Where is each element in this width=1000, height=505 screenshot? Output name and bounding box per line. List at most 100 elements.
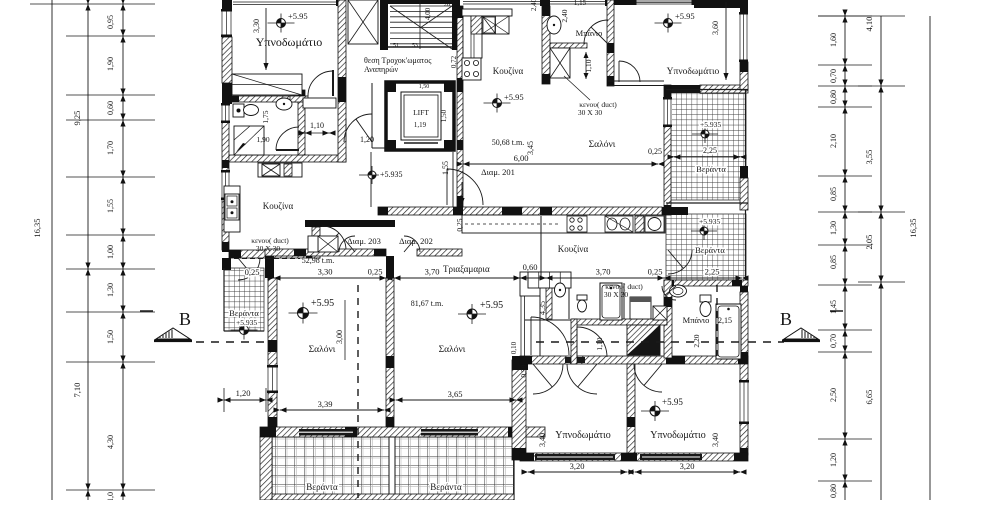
- svg-text:2,40: 2,40: [560, 9, 569, 22]
- svg-text:0,25: 0,25: [245, 267, 260, 277]
- svg-text:3,20: 3,20: [570, 461, 585, 471]
- svg-text:52,98 t.m.: 52,98 t.m.: [302, 256, 334, 265]
- svg-text:0,25: 0,25: [648, 267, 663, 277]
- svg-text:θεση Τροχοκ'ωματος: θεση Τροχοκ'ωματος: [364, 56, 432, 65]
- svg-text:1,50: 1,50: [106, 330, 115, 344]
- svg-text:0,72: 0,72: [450, 55, 458, 68]
- svg-text:B: B: [179, 309, 191, 329]
- svg-text:4,10: 4,10: [864, 17, 874, 32]
- svg-text:0,25: 0,25: [455, 218, 464, 231]
- svg-text:+5.935: +5.935: [699, 217, 720, 226]
- svg-text:0,60: 0,60: [106, 101, 115, 115]
- svg-text:0,25: 0,25: [648, 147, 662, 156]
- svg-text:1,20: 1,20: [360, 135, 374, 144]
- svg-text:1,10: 1,10: [584, 59, 593, 72]
- svg-text:1,20: 1,20: [236, 388, 251, 398]
- svg-text:30 Χ 30: 30 Χ 30: [604, 290, 628, 299]
- svg-text:+5.95: +5.95: [504, 92, 524, 102]
- svg-text:7,10: 7,10: [72, 383, 82, 398]
- svg-text:+5.95: +5.95: [675, 11, 695, 21]
- svg-text:1,50: 1,50: [419, 84, 430, 90]
- svg-text:B: B: [780, 309, 792, 329]
- svg-text:0,95: 0,95: [106, 15, 115, 29]
- svg-text:0,50: 0,50: [519, 364, 528, 377]
- svg-text:1,30: 1,30: [106, 283, 115, 297]
- svg-text:+5.95: +5.95: [311, 298, 334, 309]
- svg-text:+5.935: +5.935: [700, 120, 721, 129]
- svg-text:Μπάνιο: Μπάνιο: [576, 28, 603, 38]
- svg-text:Μπάνιο: Μπάνιο: [683, 315, 710, 325]
- svg-text:30 Χ 30: 30 Χ 30: [256, 244, 280, 253]
- svg-text:Διαμ. 201: Διαμ. 201: [481, 167, 515, 177]
- svg-text:2,20: 2,20: [692, 334, 701, 347]
- svg-text:Κουζίνα: Κουζίνα: [263, 201, 294, 211]
- svg-text:1,75: 1,75: [261, 110, 270, 123]
- svg-text:4,00: 4,00: [424, 7, 432, 20]
- svg-text:+5.95: +5.95: [662, 397, 683, 407]
- svg-text:Βεράντα: Βεράντα: [430, 482, 462, 492]
- svg-text:1,15: 1,15: [574, 0, 587, 7]
- svg-text:2,05: 2,05: [864, 235, 874, 250]
- svg-text:3,55: 3,55: [864, 150, 874, 165]
- svg-text:κενου( duct): κενου( duct): [605, 282, 643, 291]
- svg-text:16,35: 16,35: [908, 218, 918, 237]
- svg-text:Σαλόνι: Σαλόνι: [439, 345, 466, 355]
- svg-text:1,10: 1,10: [310, 121, 324, 130]
- svg-text:1,70: 1,70: [106, 141, 115, 155]
- svg-text:4,35: 4,35: [538, 301, 547, 315]
- svg-text:3,45: 3,45: [526, 141, 535, 155]
- svg-text:6,00: 6,00: [514, 153, 529, 163]
- svg-text:1,20: 1,20: [829, 453, 838, 467]
- svg-text:51: 51: [393, 43, 399, 49]
- svg-text:1,90: 1,90: [106, 57, 115, 71]
- svg-text:1,55: 1,55: [106, 199, 115, 213]
- svg-text:28: 28: [444, 2, 450, 8]
- svg-text:Αναπηρών: Αναπηρών: [364, 65, 398, 74]
- svg-text:Διαμ. 202: Διαμ. 202: [399, 236, 433, 246]
- svg-text:2,15: 2,15: [718, 316, 732, 325]
- svg-text:Υπνοδωμάτιο: Υπνοδωμάτιο: [667, 67, 720, 77]
- svg-text:3,39: 3,39: [318, 399, 333, 409]
- svg-text:1,55: 1,55: [441, 161, 450, 175]
- svg-text:1,60: 1,60: [829, 33, 838, 47]
- svg-text:6,65: 6,65: [864, 390, 874, 405]
- svg-text:0,80: 0,80: [829, 484, 838, 498]
- svg-text:Σαλόνι: Σαλόνι: [589, 140, 616, 150]
- svg-text:Σαλόνι: Σαλόνι: [309, 345, 336, 355]
- svg-text:3,60: 3,60: [711, 21, 720, 35]
- svg-text:1,30: 1,30: [829, 221, 838, 235]
- svg-text:Βεράντα: Βεράντα: [695, 245, 725, 255]
- svg-text:+5.935: +5.935: [380, 170, 403, 179]
- svg-text:0,70: 0,70: [829, 69, 838, 83]
- svg-text:1,90: 1,90: [256, 135, 269, 144]
- svg-text:1,10: 1,10: [595, 337, 604, 350]
- svg-text:0,85: 0,85: [829, 187, 838, 201]
- svg-text:+5.95: +5.95: [288, 11, 308, 21]
- svg-text:Βεράντα: Βεράντα: [696, 164, 726, 174]
- svg-text:1,19: 1,19: [414, 121, 427, 129]
- svg-text:3,70: 3,70: [596, 267, 611, 277]
- svg-text:53: 53: [412, 43, 418, 49]
- svg-text:3,00: 3,00: [335, 330, 344, 344]
- svg-text:0,60: 0,60: [523, 262, 538, 272]
- svg-text:0,25: 0,25: [368, 267, 383, 277]
- svg-text:LIFT: LIFT: [413, 108, 429, 117]
- svg-text:16,35: 16,35: [32, 218, 42, 237]
- svg-text:+5.95: +5.95: [480, 300, 503, 311]
- svg-text:50,68 t.m.: 50,68 t.m.: [492, 138, 524, 147]
- svg-text:Βεράντα: Βεράντα: [229, 308, 259, 318]
- svg-text:3,20: 3,20: [680, 461, 695, 471]
- svg-text:+5.935: +5.935: [236, 318, 257, 327]
- svg-text:2,25: 2,25: [705, 267, 720, 277]
- svg-text:2,40: 2,40: [530, 0, 538, 11]
- svg-text:3,30: 3,30: [318, 267, 333, 277]
- svg-text:3,65: 3,65: [448, 389, 463, 399]
- svg-text:0,10: 0,10: [510, 341, 518, 354]
- svg-text:Κουζίνα: Κουζίνα: [493, 66, 524, 76]
- svg-text:0,85: 0,85: [829, 255, 838, 269]
- svg-text:3,40: 3,40: [711, 433, 720, 447]
- svg-text:Βεράντα: Βεράντα: [306, 482, 338, 492]
- svg-text:1,50: 1,50: [440, 109, 448, 122]
- svg-text:3,70: 3,70: [425, 267, 440, 277]
- svg-text:Τριαξαμαρια: Τριαξαμαρια: [443, 264, 490, 274]
